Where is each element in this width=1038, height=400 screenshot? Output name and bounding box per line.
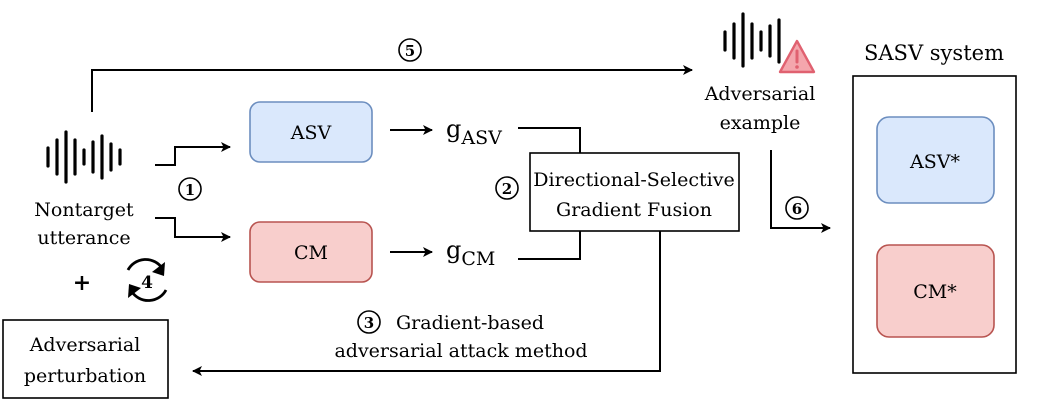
sasv-cm-label: CM* [913, 281, 957, 303]
gradient-fusion-box [529, 152, 740, 232]
step-5-number: 5 [405, 42, 415, 60]
attack-label-line2: adversarial attack method [334, 340, 587, 362]
step-4-rotate-icon: 4 [126, 258, 168, 302]
fusion-label-line2: Gradient Fusion [556, 199, 712, 221]
adversarial-example-label-line2: example [720, 112, 801, 134]
step-6-arrow [770, 150, 831, 233]
perturbation-label-line1: Adversarial [29, 334, 141, 356]
input-to-cm-arrow [155, 217, 231, 242]
asv-model-label: ASV [290, 122, 332, 144]
plus-sign: + [73, 270, 91, 296]
perturbation-label-line2: perturbation [24, 365, 146, 387]
cm-model-label: CM [294, 242, 328, 264]
input-waveform-icon [46, 130, 122, 184]
step-5-marker: 5 [398, 38, 422, 62]
asv-model-box [249, 101, 373, 163]
step-3-number: 3 [364, 314, 374, 332]
fusion-label-line1: Directional-Selective [533, 169, 734, 191]
gradient-asv-label: gASV [446, 115, 502, 149]
sasv-asv-box [876, 116, 995, 204]
gradient-asv-connector [518, 127, 581, 153]
step-1-number: 1 [185, 181, 195, 199]
step-2-number: 2 [502, 180, 512, 198]
input-label-line1: Nontarget [34, 199, 134, 221]
fusion-to-perturbation-arrow [192, 231, 661, 376]
cm-model-box [249, 221, 373, 283]
warning-icon [778, 39, 816, 74]
step-3-marker: 3 [357, 310, 381, 334]
gradient-cm-label: gCM [446, 236, 495, 270]
adversarial-example-label-line1: Adversarial [704, 83, 816, 105]
step-1-marker: 1 [178, 177, 202, 201]
adversarial-waveform-icon [723, 12, 781, 68]
sasv-cm-box [876, 244, 995, 338]
input-label-line2: utterance [37, 227, 130, 249]
perturbation-box [2, 319, 169, 399]
step-4-number: 4 [141, 273, 153, 293]
sasv-system-title: SASV system [864, 41, 1004, 65]
step-6-number: 6 [792, 200, 802, 218]
step-5-arrow [91, 65, 693, 112]
input-to-asv-arrow [155, 142, 231, 166]
step-6-marker: 6 [785, 196, 809, 220]
sasv-asv-label: ASV* [909, 151, 960, 173]
step-2-marker: 2 [495, 176, 519, 200]
attack-label-line1: Gradient-based [396, 312, 544, 334]
gradient-cm-connector [518, 231, 581, 260]
